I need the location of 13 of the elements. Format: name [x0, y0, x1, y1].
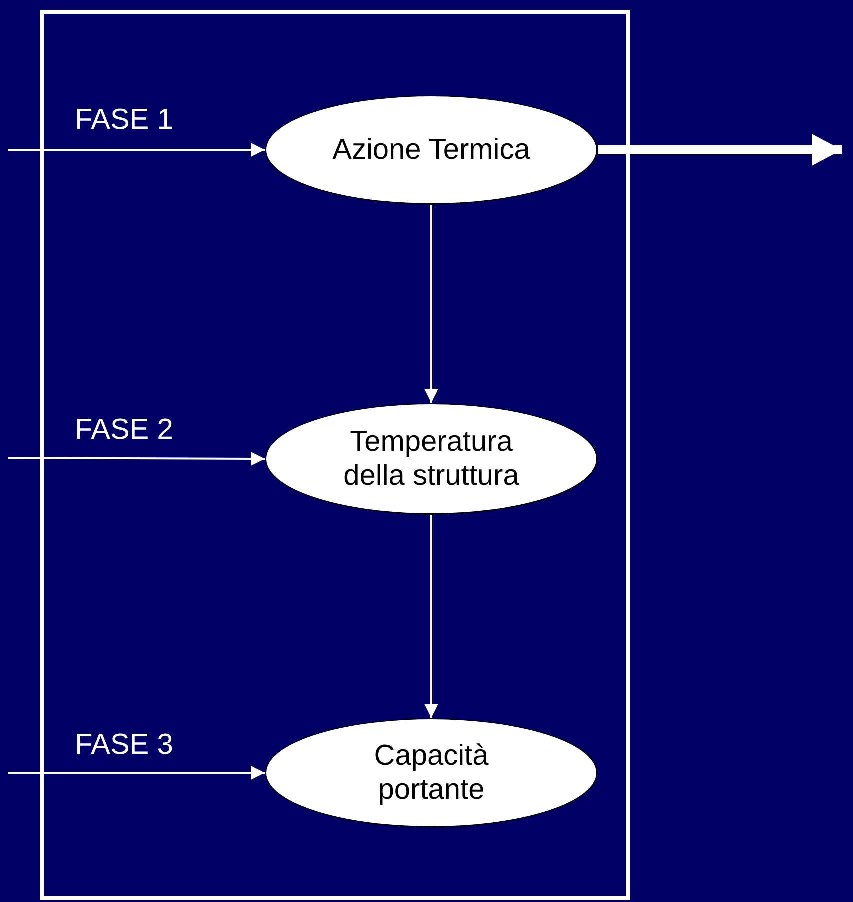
- frame-box: [40, 10, 630, 900]
- arrow: [424, 205, 438, 403]
- node-text: Azione Termica: [332, 133, 530, 167]
- arrow: [8, 143, 265, 157]
- arrow: [598, 134, 842, 166]
- ellipse-node: [265, 718, 598, 828]
- ellipse-node: [265, 403, 598, 515]
- ellipse-node: [265, 95, 598, 205]
- node-text: Capacità portante: [373, 739, 490, 807]
- arrow: [8, 766, 265, 780]
- arrow: [8, 452, 265, 466]
- arrow: [424, 515, 438, 718]
- node-text: Temperatura della struttura: [342, 425, 520, 493]
